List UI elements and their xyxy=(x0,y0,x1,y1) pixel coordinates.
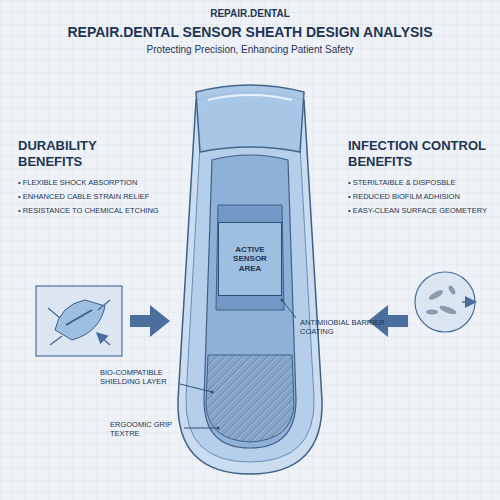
callout-label: ERGOOMIC GRIP TEXTRE xyxy=(110,420,182,438)
bullet-item: • EASY-CLEAN SURFACE GEOMETERY xyxy=(348,206,493,215)
brand-name: REPAIR.DENTAL xyxy=(10,8,490,20)
section-heading: DURABILITY BENEFITS xyxy=(18,138,148,169)
bullet-item: • RESISTANCE TO CHEMICAL ETCHING xyxy=(18,206,178,215)
bullet-item: • REDUCED BIOFILM ADHISION xyxy=(348,192,493,201)
bullet-item: • ENHANCED CABLE STRAIN RELIEF xyxy=(18,192,178,201)
callout-label: BIO-COMPATIBLE SHIELDING LAYER xyxy=(100,368,180,386)
subtitle: Protecting Precision, Enhancing Patient … xyxy=(10,44,490,56)
sensor-area-box: ACTIVE SENSOR AREA xyxy=(218,222,282,296)
bullet-item: • STERILTAIBLE & DISPOSBLE xyxy=(348,178,493,187)
section-heading: INFECTION CONTROL BENEFITS xyxy=(348,138,493,169)
node-label: ACTIVE SENSOR AREA xyxy=(223,245,277,274)
bullet-item: • FLEXIBLE SHOCK ABSORPTION xyxy=(18,178,178,187)
main-title: REPAIR.DENTAL SENSOR SHEATH DESIGN ANALY… xyxy=(10,24,490,41)
callout-label: ANTIMIIOBIAL BARRIER COATING xyxy=(300,318,410,336)
